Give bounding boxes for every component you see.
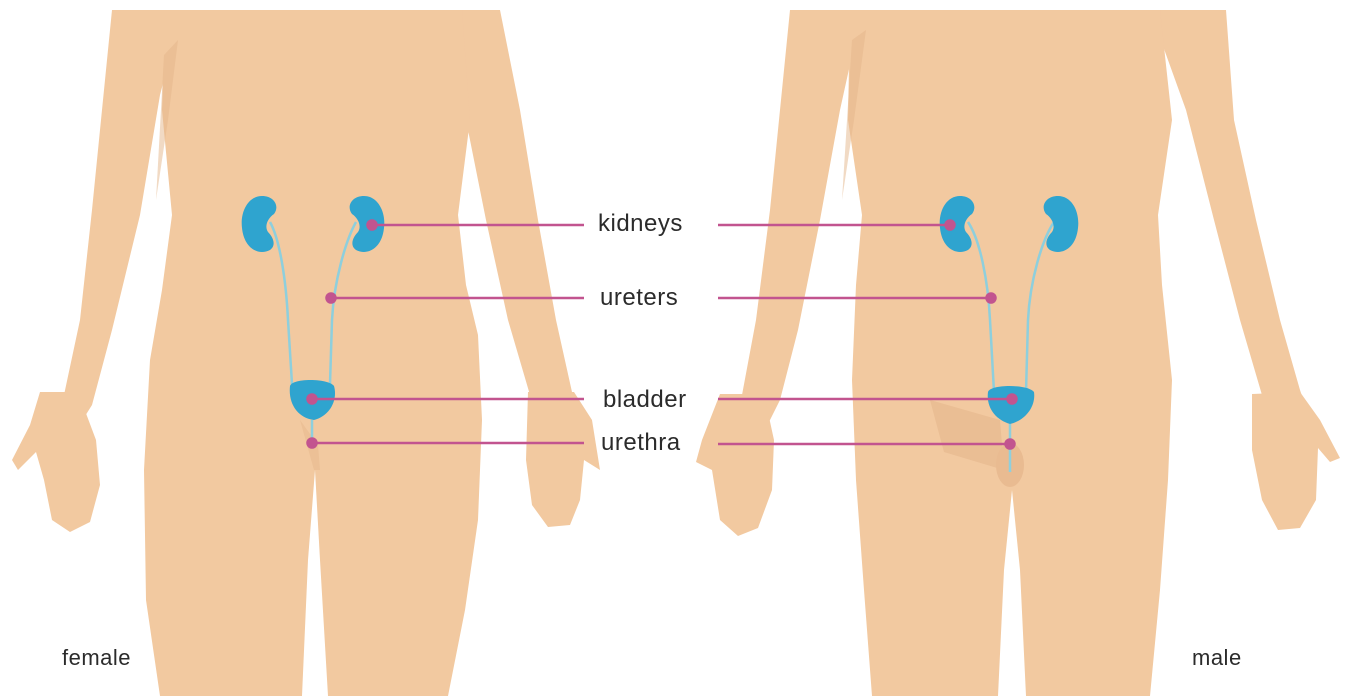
leader-dot-bladder-female [308,395,317,404]
female-figure [12,10,600,696]
caption-female: female [62,647,131,669]
leader-dot-ureters-male [987,294,996,303]
leader-dot-urethra-female [308,439,317,448]
female-body [144,10,482,696]
leader-dot-bladder-male [1008,395,1017,404]
label-ureters: ureters [600,286,678,310]
male-right-arm [1150,10,1316,440]
label-kidneys: kidneys [598,212,683,236]
female-right-hand [526,392,600,527]
male-right-hand [1252,392,1340,530]
leader-dot-kidneys-female [368,221,377,230]
male-left-hand [696,394,774,536]
male-figure [696,10,1340,696]
leader-dot-urethra-male [1006,440,1015,449]
leader-dot-ureters-female [327,294,336,303]
label-bladder: bladder [603,388,687,412]
label-urethra: urethra [601,431,681,455]
caption-male: male [1192,647,1242,669]
male-body [848,10,1172,696]
leader-dot-kidneys-male [946,221,955,230]
